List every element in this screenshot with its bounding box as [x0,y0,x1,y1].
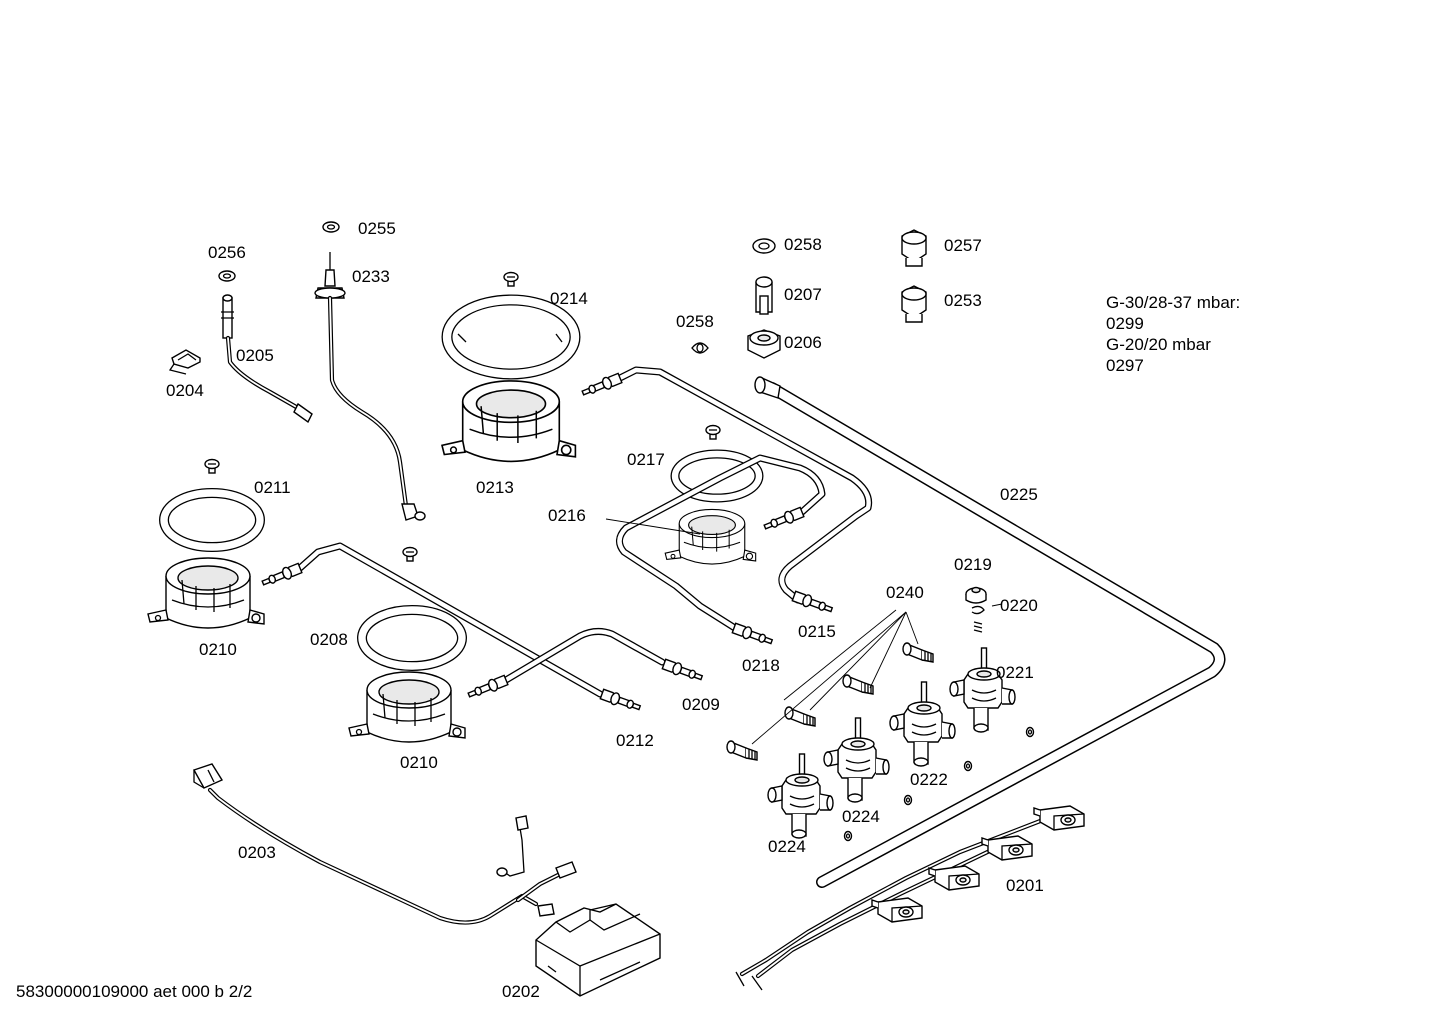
spring-clip-0220 [971,605,985,633]
seal-0258-side [691,342,709,354]
nut-small-3 [903,794,913,806]
label-0258-top: 0258 [784,235,822,254]
fitting-0212 [599,687,643,715]
label-0201: 0201 [1006,876,1044,895]
nozzle-0207 [755,276,773,315]
wiring-harness-0203 [192,763,577,925]
bolt-0240-2 [842,674,874,695]
label-0203: 0203 [238,843,276,862]
label-0224-a: 0224 [768,837,806,856]
nut-small-4 [843,830,853,842]
gas-valve-0224-a [767,753,834,839]
gas-valve-0221 [949,647,1016,733]
note-line-1: G-30/28-37 mbar: [1106,293,1240,312]
label-0210-front: 0210 [400,753,438,772]
label-0212: 0212 [616,731,654,750]
gas-valve-0222 [889,681,956,767]
label-0207: 0207 [784,285,822,304]
note-line-3: G-20/20 mbar [1106,335,1211,354]
seal-0258-top [752,238,776,254]
screw-burner-left [204,458,220,474]
label-0219: 0219 [954,555,992,574]
gas-type-note: G-30/28-37 mbar: 0299 G-20/20 mbar 0297 [1106,293,1240,375]
fitting-0215 [791,589,835,617]
burner-cup-0210-left [147,557,265,629]
nozzle-0253 [901,285,927,323]
screw-burner-0213 [503,271,519,287]
burner-cup-0213 [441,380,577,463]
label-0206: 0206 [784,333,822,352]
fitting-0210-left-burner [259,561,303,590]
nut-0206 [747,329,781,359]
label-0215: 0215 [798,622,836,641]
label-0210-left: 0210 [199,640,237,659]
label-0214: 0214 [550,289,588,308]
ignition-electrode-0205 [221,294,313,424]
label-0218: 0218 [742,656,780,675]
nut-small-2 [963,760,973,772]
label-0202: 0202 [502,982,540,1001]
screw-burner-front [402,546,418,562]
gas-valve-0224-b [823,717,890,803]
fitting-0213-burner [579,371,623,400]
leader-lines [605,518,1003,745]
label-0224-b: 0224 [842,807,880,826]
label-0221: 0221 [996,663,1034,682]
label-0255: 0255 [358,219,396,238]
ignition-module-0202 [535,903,661,997]
note-line-2: 0299 [1106,314,1144,333]
label-0217: 0217 [627,450,665,469]
label-0222: 0222 [910,770,948,789]
label-0240: 0240 [886,583,924,602]
nut-small-1 [1025,726,1035,738]
label-0208: 0208 [310,630,348,649]
main-gas-pipe-0225 [754,376,1226,888]
ignition-switch-harness-0201 [735,805,1085,991]
washer-0256 [218,270,236,282]
seal-ring-0211 [159,488,265,552]
label-0233: 0233 [352,267,390,286]
label-0220: 0220 [1000,596,1038,615]
fitting-0216-burner [761,505,805,534]
bolt-0240-1 [902,642,934,663]
label-0216: 0216 [548,506,586,525]
fitting-0218 [731,621,775,649]
nozzle-0257 [901,229,927,267]
label-0205: 0205 [236,346,274,365]
label-0253: 0253 [944,291,982,310]
knob-cap-0219 [965,586,987,604]
screw-burner-0216 [705,424,721,440]
burner-cup-0210-front [348,671,466,743]
label-0213: 0213 [476,478,514,497]
seal-ring-0217 [670,449,764,503]
clip-0204 [168,349,201,375]
seal-ring-0208 [357,605,467,671]
label-0209: 0209 [682,695,720,714]
document-id: 58300000109000 aet 000 b 2/2 [16,982,252,1001]
seal-ring-0214 [441,294,581,380]
fitting-0209 [661,657,705,685]
label-0256: 0256 [208,243,246,262]
washer-0255 [322,221,340,233]
part-labels: 0256 0255 0233 0205 0204 0214 0213 0211 … [166,219,1044,1001]
thermocouple-0233 [314,252,426,521]
note-line-4: 0297 [1106,356,1144,375]
label-0211: 0211 [254,478,291,497]
label-0225: 0225 [1000,485,1038,504]
burner-cup-0216 [664,508,757,565]
label-0204: 0204 [166,381,204,400]
fitting-0210-front-burner [465,673,509,702]
gas-tubes [296,366,873,698]
label-0258-side: 0258 [676,312,714,331]
label-0257: 0257 [944,236,982,255]
